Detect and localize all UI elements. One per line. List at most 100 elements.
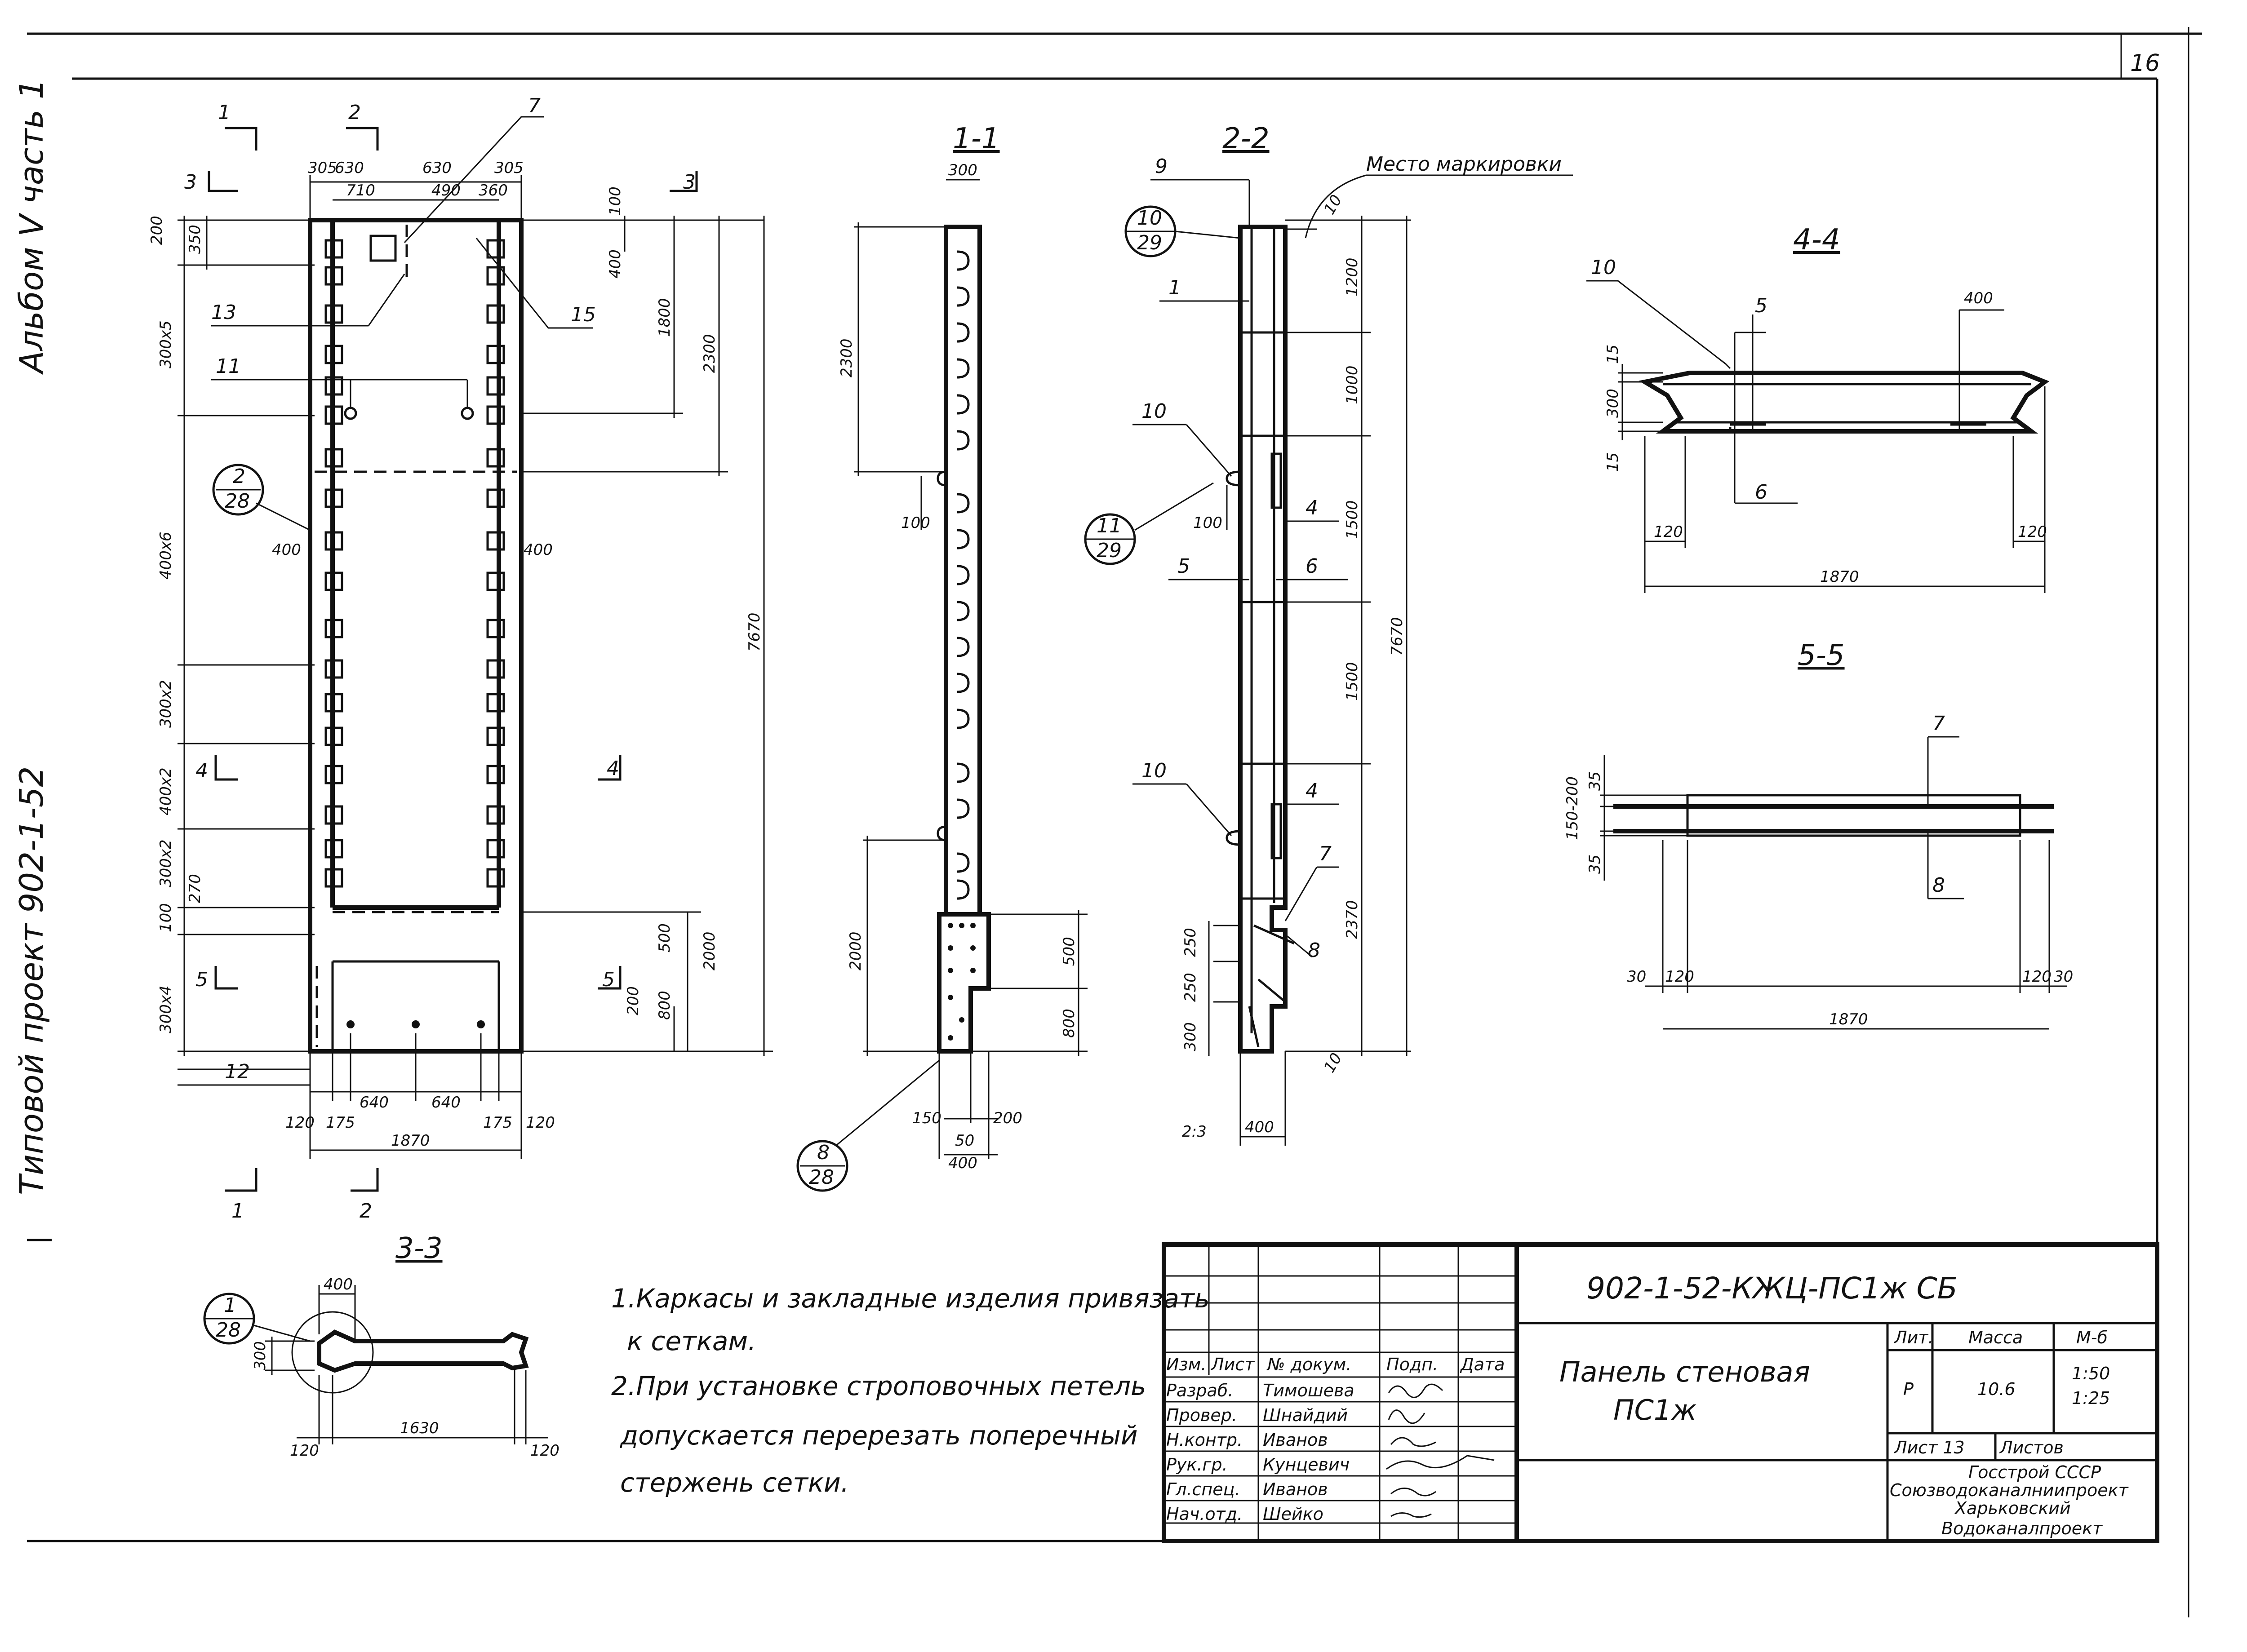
pos-9: 9: [1155, 155, 1168, 178]
pos-8-section: 8: [1308, 939, 1320, 962]
tb-lit-header: Лит.: [1893, 1328, 1934, 1347]
dim-left-300x2b: 300х2: [157, 839, 175, 887]
s33-dim-300: 300: [251, 1341, 269, 1370]
section-5-5: 5-5 7 8 35 150-200 35 30 120 120 3: [1563, 639, 2073, 1030]
tb-product-name-1: Панель стеновая: [1559, 1355, 1810, 1388]
dim-top-490: 490: [431, 182, 461, 199]
tb-scale-2: 1:25: [2072, 1388, 2110, 1408]
tb-header-list: Лист: [1210, 1355, 1255, 1374]
tb-name-3: Кунцевич: [1263, 1455, 1350, 1475]
section-4-4: 4-4: [1586, 223, 2050, 593]
pos-12: 12: [225, 1060, 250, 1083]
note-line-3: 2.При установке строповочных петель: [611, 1371, 1146, 1401]
cut-marks: 1 2 3 3 4 4 5 5 1 2: [184, 101, 698, 1222]
dim-left-300x5: 300х5: [157, 320, 175, 368]
dim-top-630b: 630: [422, 159, 452, 177]
s22-dim-7670: 7670: [1388, 617, 1406, 656]
callout-10-29-den: 29: [1137, 231, 1162, 254]
dim-top-305b: 305: [494, 159, 524, 177]
tb-role-2: Н.контр.: [1166, 1430, 1243, 1450]
pos-7-front: 7: [528, 94, 541, 117]
tb-header-izm: Изм.: [1166, 1355, 1206, 1374]
dim-bottom-175l: 175: [326, 1114, 355, 1132]
pos-6-s44: 6: [1755, 481, 1767, 504]
dim-bottom-1870: 1870: [391, 1132, 430, 1150]
pos-13: 13: [211, 301, 236, 324]
s22-dim-10b: 10: [1320, 1050, 1346, 1076]
tb-role-3: Рук.гр.: [1166, 1455, 1228, 1475]
tb-scale-1: 1:50: [2072, 1364, 2110, 1383]
tb-name-5: Шейко: [1263, 1504, 1323, 1524]
dim-right-800: 800: [656, 991, 674, 1020]
cut-mark-4-right: 4: [607, 757, 619, 780]
pos-4-a: 4: [1306, 496, 1318, 519]
dim-left-300x4: 300х4: [157, 985, 175, 1033]
s22-dim-300: 300: [1181, 1022, 1199, 1051]
s44-dim-300: 300: [1604, 389, 1622, 418]
pos-5-s44: 5: [1755, 294, 1767, 317]
s22-dim-400: 400: [1245, 1118, 1274, 1136]
pos-5: 5: [1177, 555, 1190, 578]
s11-dim-2300: 2300: [838, 338, 856, 377]
s11-dim-300: 300: [948, 161, 977, 179]
s22-dim-1200: 1200: [1343, 257, 1361, 297]
dim-top-360: 360: [479, 182, 508, 199]
note-line-4: допускается перерезать поперечный: [620, 1420, 1138, 1451]
pos-6: 6: [1306, 555, 1318, 578]
tb-mass-header: Масса: [1968, 1328, 2023, 1347]
s33-dim-120l: 120: [290, 1442, 319, 1460]
cut-mark-3-right: 3: [683, 171, 696, 194]
cut-mark-3-left: 3: [184, 171, 197, 194]
project-label: Типовой проект 902-1-52: [13, 766, 50, 1195]
dim-top-305a: 305: [308, 159, 337, 177]
s22-dim-1500a: 1500: [1343, 500, 1361, 539]
section-title-3-3: 3-3: [395, 1232, 443, 1265]
tb-role-0: Разраб.: [1166, 1381, 1233, 1400]
tb-name-1: Шнайдий: [1263, 1405, 1348, 1425]
tb-header-sign: Подп.: [1386, 1355, 1438, 1374]
tb-lit-value: Р: [1903, 1379, 1914, 1399]
section-title-4-4: 4-4: [1793, 223, 1840, 257]
s55-dim-150-200: 150-200: [1563, 776, 1581, 840]
section-2-2: 2-2 Место маркировки 9 10 29 1: [1084, 122, 1573, 1146]
s22-dim-1500b: 1500: [1343, 662, 1361, 701]
cut-mark-2-bottom: 2: [360, 1200, 372, 1222]
tb-document-code: 902-1-52-КЖЦ-ПС1ж СБ: [1586, 1271, 1958, 1306]
pos-10-b: 10: [1141, 759, 1167, 782]
s44-dim-120l: 120: [1654, 523, 1683, 541]
cut-mark-5-right: 5: [602, 968, 615, 991]
s11-dim-200: 200: [993, 1109, 1022, 1127]
pos-10-a: 10: [1141, 400, 1167, 423]
dim-bottom-640b: 640: [431, 1094, 461, 1112]
s11-dim-100: 100: [901, 514, 930, 532]
note-line-1: 1.Каркасы и закладные изделия привязать: [611, 1283, 1210, 1314]
callout-11-29-den: 29: [1097, 539, 1122, 562]
pos-15: 15: [571, 303, 596, 326]
s11-dim-2000: 2000: [847, 931, 865, 970]
tb-org-1: Госстрой СССР: [1968, 1462, 2101, 1482]
s44-dim-120r: 120: [2018, 523, 2047, 541]
tb-role-1: Провер.: [1166, 1405, 1237, 1425]
front-dimension-text: 305 630 630 305 710 490 360 200 350 300х…: [148, 159, 764, 1150]
dim-top-630a: 630: [335, 159, 364, 177]
callout-2-28-num: 2: [233, 465, 245, 488]
section-title-5-5: 5-5: [1798, 639, 1845, 672]
s11-dim-150: 150: [912, 1109, 941, 1127]
dim-right-100: 100: [606, 186, 624, 216]
callout-2-28: 2 28: [212, 464, 311, 531]
s22-dim-10a: 10: [1320, 192, 1346, 217]
sheet-corner-number: 16: [2130, 50, 2160, 77]
album-label: Альбом V часть 1: [13, 79, 50, 375]
s55-dim-30r: 30: [2054, 968, 2073, 986]
section-title-2-2: 2-2: [1222, 122, 1270, 155]
s22-slope: 2:3: [1182, 1123, 1207, 1141]
dim-bottom-175r: 175: [483, 1114, 512, 1132]
callout-1-28-den: 28: [216, 1319, 241, 1342]
marking-place-label: Место маркировки: [1366, 153, 1562, 176]
dim-right-1800: 1800: [656, 298, 674, 337]
s44-dim-1870: 1870: [1820, 568, 1859, 586]
s33-dim-1630: 1630: [400, 1419, 439, 1437]
s22-dim-1000: 1000: [1343, 365, 1361, 404]
callout-1-28-num: 1: [224, 1294, 236, 1317]
